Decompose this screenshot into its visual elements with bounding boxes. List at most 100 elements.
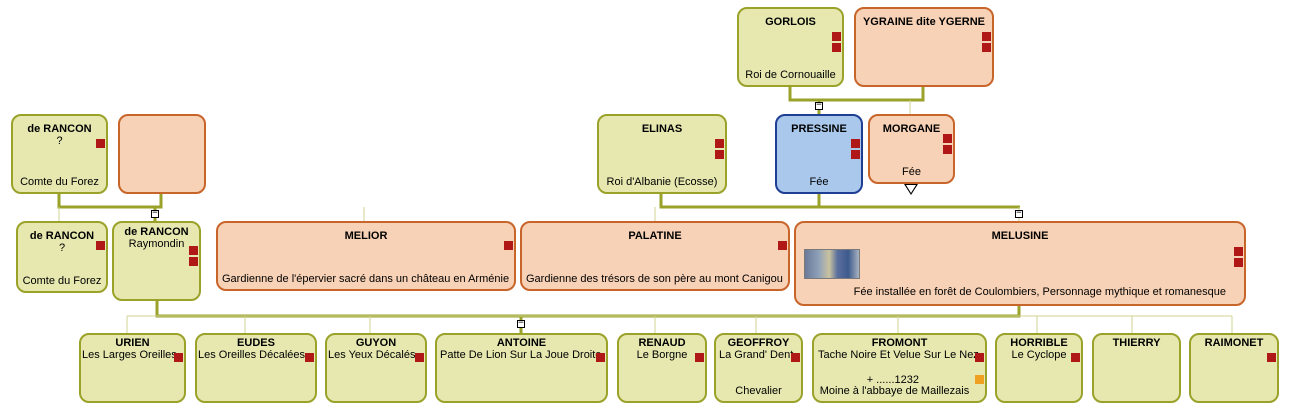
red-square-icon[interactable] xyxy=(982,43,991,52)
person-node-fromont[interactable]: FROMONT Tache Noire Et Velue Sur Le Nez … xyxy=(812,333,987,403)
red-square-icon[interactable] xyxy=(695,353,704,362)
red-square-icon[interactable] xyxy=(791,353,800,362)
person-node-antoine[interactable]: ANTOINE Patte De Lion Sur La Joue Droite xyxy=(435,333,608,403)
person-title: Fée installée en forêt de Coulombiers, P… xyxy=(853,286,1226,298)
person-subtitle: ? xyxy=(56,135,63,147)
minus-box-icon[interactable]: − xyxy=(517,318,525,328)
red-square-icon[interactable] xyxy=(189,257,198,266)
red-square-icon[interactable] xyxy=(715,150,724,159)
red-square-icon[interactable] xyxy=(504,241,513,250)
person-subtitle: Le Cyclope xyxy=(1011,349,1067,361)
person-node-pressine[interactable]: PRESSINE Fée xyxy=(775,114,863,194)
person-subtitle: Les Larges Oreilles xyxy=(82,349,177,361)
person-subtitle: La Grand' Dent xyxy=(719,349,794,361)
red-square-icon[interactable] xyxy=(943,145,952,154)
person-node-melusine[interactable]: MELUSINE Fée installée en forêt de Coulo… xyxy=(794,221,1246,306)
person-name: GEOFFROY xyxy=(727,337,790,349)
red-square-icon[interactable] xyxy=(715,139,724,148)
person-node-ygraine[interactable]: YGRAINE dite YGERNE xyxy=(854,7,994,87)
red-square-icon[interactable] xyxy=(189,246,198,255)
red-square-icon[interactable] xyxy=(851,150,860,159)
orange-square-icon[interactable] xyxy=(975,375,984,384)
person-name: RENAUD xyxy=(638,337,686,349)
person-node-guyon[interactable]: GUYON Les Yeux Décalés xyxy=(325,333,427,403)
person-node-raimonet[interactable]: RAIMONET xyxy=(1189,333,1279,403)
person-node-rancon-father[interactable]: de RANCON ? Comte du Forez xyxy=(16,221,108,293)
red-square-icon[interactable] xyxy=(832,43,841,52)
red-square-icon[interactable] xyxy=(1071,353,1080,362)
red-square-icon[interactable] xyxy=(1234,247,1243,256)
red-square-icon[interactable] xyxy=(305,353,314,362)
person-name: YGRAINE dite YGERNE xyxy=(862,16,986,28)
person-node-gorlois[interactable]: GORLOIS Roi de Cornouaille xyxy=(737,7,844,87)
person-node-eudes[interactable]: EUDES Les Oreilles Décalées xyxy=(195,333,317,403)
minus-box-icon[interactable]: − xyxy=(815,100,823,110)
triangle-down-icon[interactable] xyxy=(904,184,918,195)
person-name: GORLOIS xyxy=(765,16,816,28)
person-node-geoffroy[interactable]: GEOFFROY La Grand' Dent Chevalier xyxy=(714,333,803,403)
person-name: GUYON xyxy=(355,337,397,349)
person-title: Moine à l'abbaye de Maillezais xyxy=(819,385,970,397)
person-title: Gardienne de l'épervier sacré dans un ch… xyxy=(222,273,510,285)
red-square-icon[interactable] xyxy=(1234,258,1243,267)
person-title: Roi de Cornouaille xyxy=(745,69,836,81)
red-square-icon[interactable] xyxy=(943,134,952,143)
person-name: ELINAS xyxy=(641,123,683,135)
person-node-elinas[interactable]: ELINAS Roi d'Albanie (Ecosse) xyxy=(597,114,727,194)
person-subtitle: Les Oreilles Décalées xyxy=(198,349,305,361)
person-node-renaud[interactable]: RENAUD Le Borgne xyxy=(617,333,707,403)
person-name: de RANCON xyxy=(29,230,95,242)
minus-box-icon[interactable]: − xyxy=(151,208,159,218)
person-node-horrible[interactable]: HORRIBLE Le Cyclope xyxy=(995,333,1083,403)
red-square-icon[interactable] xyxy=(96,139,105,148)
person-node-palatine[interactable]: PALATINE Gardienne des trésors de son pè… xyxy=(520,221,790,291)
red-square-icon[interactable] xyxy=(975,353,984,362)
person-node-thierry[interactable]: THIERRY xyxy=(1092,333,1181,403)
person-name: MELIOR xyxy=(344,230,388,242)
person-name: MELUSINE xyxy=(991,230,1049,242)
person-name: EUDES xyxy=(237,337,275,349)
person-subtitle: ? xyxy=(58,242,66,254)
person-name: URIEN xyxy=(115,337,150,349)
person-title: Comte du Forez xyxy=(22,275,102,287)
red-square-icon[interactable] xyxy=(778,241,787,250)
person-name: PRESSINE xyxy=(791,123,847,135)
person-node-raymondin[interactable]: de RANCON Raymondin xyxy=(112,221,201,301)
person-name: HORRIBLE xyxy=(1010,337,1068,349)
red-square-icon[interactable] xyxy=(96,241,105,250)
person-title: Comte du Forez xyxy=(20,176,99,188)
person-subtitle: Le Borgne xyxy=(636,349,688,361)
person-subtitle: Les Yeux Décalés xyxy=(328,349,416,361)
red-square-icon[interactable] xyxy=(851,139,860,148)
person-title: Chevalier xyxy=(735,385,782,397)
person-name: PALATINE xyxy=(628,230,682,242)
person-node-morgane[interactable]: MORGANE Fée xyxy=(868,114,955,184)
person-subtitle: Patte De Lion Sur La Joue Droite xyxy=(440,349,602,361)
person-name: ANTOINE xyxy=(496,337,547,349)
person-name: THIERRY xyxy=(1112,337,1161,349)
person-node-melior[interactable]: MELIOR Gardienne de l'épervier sacré dan… xyxy=(216,221,516,291)
red-square-icon[interactable] xyxy=(415,353,424,362)
person-title: Fée xyxy=(902,166,921,178)
person-name: FROMONT xyxy=(871,337,928,349)
person-name: MORGANE xyxy=(882,123,941,135)
person-node-rancon-grandfather[interactable]: de RANCON ? Comte du Forez xyxy=(11,114,108,194)
red-square-icon[interactable] xyxy=(596,353,605,362)
portrait-thumbnail-icon[interactable] xyxy=(804,249,860,279)
person-name: de RANCON xyxy=(27,123,92,135)
person-subtitle: Tache Noire Et Velue Sur Le Nez xyxy=(818,349,979,361)
person-name: de RANCON xyxy=(124,226,189,238)
minus-box-icon[interactable]: − xyxy=(1015,208,1023,218)
red-square-icon[interactable] xyxy=(832,32,841,41)
person-name: RAIMONET xyxy=(1204,337,1264,349)
person-node-urien[interactable]: URIEN Les Larges Oreilles xyxy=(79,333,186,403)
red-square-icon[interactable] xyxy=(1267,353,1276,362)
person-title: Roi d'Albanie (Ecosse) xyxy=(606,176,718,188)
person-death-date: + ......1232 xyxy=(866,374,919,386)
person-subtitle: Raymondin xyxy=(128,238,185,250)
person-title: Fée xyxy=(809,176,829,188)
red-square-icon[interactable] xyxy=(982,32,991,41)
red-square-icon[interactable] xyxy=(174,353,183,362)
person-node-rancon-grandmother[interactable] xyxy=(118,114,206,194)
